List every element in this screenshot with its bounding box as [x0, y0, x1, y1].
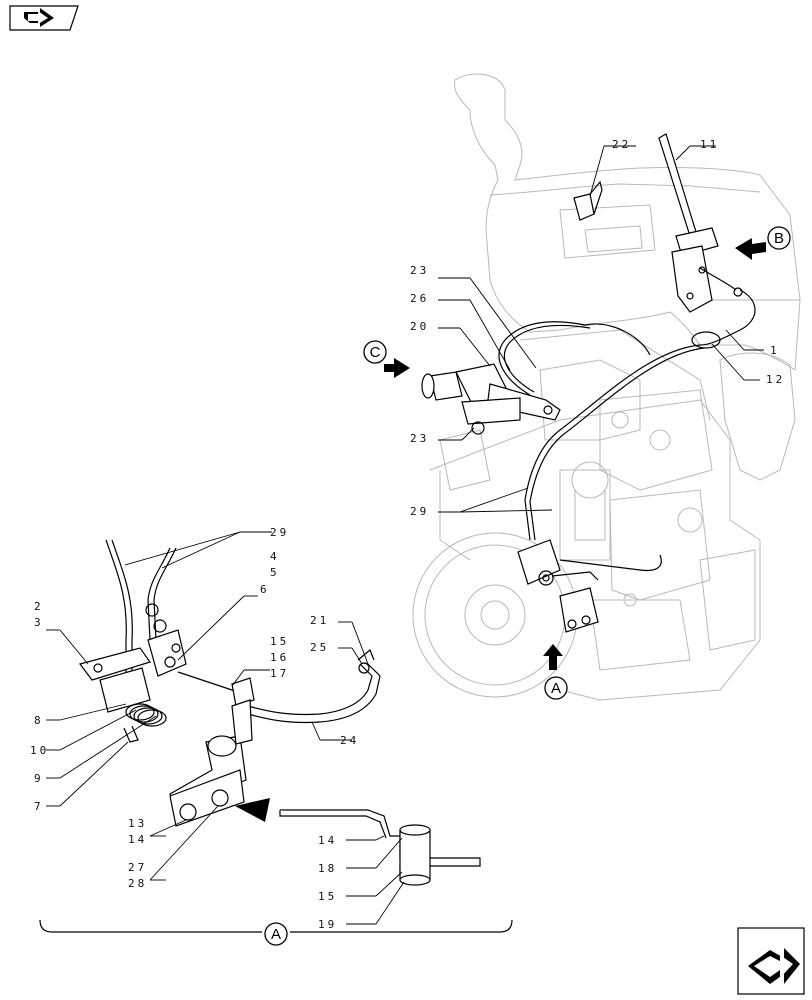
back-nav-button[interactable] [9, 5, 79, 31]
callout-10: 10 [30, 744, 49, 757]
callout-6: 6 [260, 583, 270, 596]
svg-text:B: B [774, 230, 784, 247]
return-arrow-icon [24, 8, 54, 27]
throttle-cable [498, 289, 756, 541]
callout-3: 3 [34, 616, 44, 629]
callout-26: 26 [410, 292, 429, 305]
forward-nav-button[interactable] [737, 927, 805, 995]
callout-24: 24 [340, 734, 359, 747]
callout-2: 2 [34, 600, 44, 613]
callout-18: 18 [318, 862, 337, 875]
callout-labels: 11 22 23 26 20 23 29 1 12 29 4 5 6 2 3 8… [30, 138, 785, 931]
detail-a-lever-plate [169, 699, 253, 827]
callout-5: 5 [270, 566, 280, 579]
machine-body-outline [453, 73, 801, 481]
callout-14-left: 14 [128, 833, 147, 846]
callout-29-detail: 29 [270, 526, 289, 539]
callout-4: 4 [270, 550, 280, 563]
callout-27: 27 [128, 861, 147, 874]
callout-21: 21 [310, 614, 329, 627]
callout-12: 12 [766, 373, 785, 386]
governor-linkage [517, 539, 662, 633]
callout-17: 17 [270, 667, 289, 680]
detail-a-spring [123, 703, 167, 743]
callout-15-top: 15 [270, 635, 289, 648]
svg-text:A: A [551, 680, 561, 697]
view-marker-c[interactable]: C [363, 340, 387, 364]
callout-23-top: 23 [410, 264, 429, 277]
callout-20: 20 [410, 320, 429, 333]
callout-1: 1 [770, 344, 780, 357]
section-a-marker[interactable]: A [264, 922, 288, 946]
engine-assembly [412, 329, 761, 701]
callout-28: 28 [128, 877, 147, 890]
callout-11: 11 [700, 138, 719, 151]
callout-16: 16 [270, 651, 289, 664]
view-marker-b[interactable]: B [767, 226, 791, 250]
section-arrow-pointer [235, 798, 270, 822]
callout-15-bottom: 15 [318, 890, 337, 903]
callout-8: 8 [34, 714, 44, 727]
detail-a-cables [105, 539, 177, 700]
callout-23-bottom: 23 [410, 432, 429, 445]
detail-a-rod-24 [177, 649, 381, 724]
view-arrow-c-pointer [384, 358, 410, 378]
callout-19: 19 [318, 918, 337, 931]
callout-14-right: 14 [318, 834, 337, 847]
detail-a-shaft-part [279, 809, 481, 886]
forward-arrow-icon [748, 948, 800, 984]
callout-9: 9 [34, 772, 44, 785]
callout-22: 22 [612, 138, 631, 151]
section-a-brace [39, 919, 513, 933]
callout-29-engine: 29 [410, 505, 429, 518]
callout-13: 13 [128, 817, 147, 830]
stop-solenoid [421, 363, 561, 435]
callout-25: 25 [310, 641, 329, 654]
svg-text:C: C [370, 344, 381, 361]
detail-a-bracket [78, 603, 187, 713]
leader-lines [46, 145, 764, 925]
view-marker-a[interactable]: A [544, 676, 568, 700]
view-arrow-b-pointer [735, 238, 766, 260]
svg-text:A: A [271, 926, 281, 943]
view-arrow-a-pointer [543, 644, 563, 670]
throttle-lever [658, 133, 743, 313]
switch-22 [573, 180, 603, 221]
callout-7: 7 [34, 800, 44, 813]
